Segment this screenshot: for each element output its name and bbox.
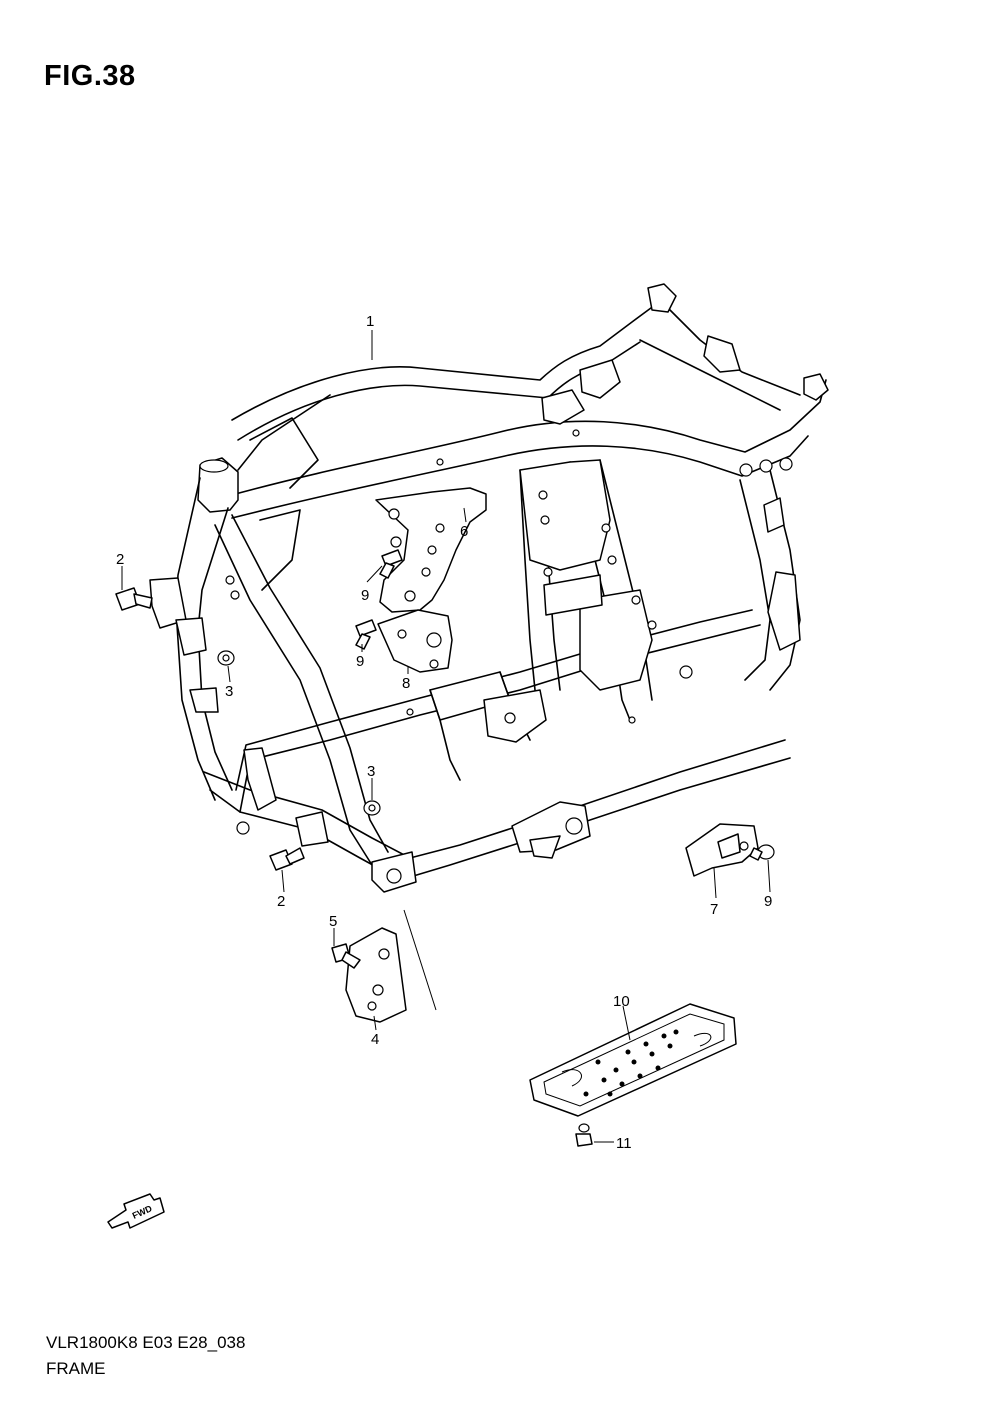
part-2-bolt bbox=[115, 587, 153, 611]
callout-1: 1 bbox=[366, 313, 374, 330]
callout-8: 8 bbox=[402, 675, 410, 692]
callout-9: 9 bbox=[356, 653, 364, 670]
callout-6: 6 bbox=[460, 523, 468, 540]
part-7-bracket bbox=[685, 823, 759, 877]
callout-5: 5 bbox=[329, 913, 337, 930]
callout-9: 9 bbox=[764, 893, 772, 910]
callout-10: 10 bbox=[613, 993, 630, 1010]
callout-7: 7 bbox=[710, 901, 718, 918]
part-2-bolt bbox=[269, 847, 305, 871]
callout-4: 4 bbox=[371, 1031, 379, 1048]
callout-9: 9 bbox=[361, 587, 369, 604]
section-name: FRAME bbox=[46, 1359, 106, 1378]
main-frame bbox=[149, 283, 829, 893]
callout-2: 2 bbox=[277, 893, 285, 910]
fwd-arrow-icon: FWD bbox=[107, 1193, 165, 1229]
part-10-skid-plate bbox=[529, 1003, 737, 1117]
model-code: VLR1800K8 E03 E28_038 bbox=[46, 1333, 246, 1352]
callout-11: 11 bbox=[616, 1135, 632, 1152]
callout-2: 2 bbox=[116, 551, 124, 568]
callout-3: 3 bbox=[367, 763, 375, 780]
part-5-bolt bbox=[331, 943, 361, 969]
part-9-bolt bbox=[355, 619, 377, 650]
part-6-bracket bbox=[375, 487, 487, 613]
part-8-bracket bbox=[377, 609, 453, 673]
figure-title: FIG.38 bbox=[44, 60, 136, 92]
part-11-bolt bbox=[575, 1123, 593, 1147]
callout-3: 3 bbox=[225, 683, 233, 700]
part-4-bracket bbox=[345, 909, 437, 1023]
part-3-nut bbox=[363, 800, 381, 816]
part-3-nut bbox=[217, 650, 235, 666]
part-9-bolt bbox=[749, 844, 775, 861]
leader-lines bbox=[121, 330, 771, 1143]
part-9-bolt bbox=[379, 549, 403, 579]
